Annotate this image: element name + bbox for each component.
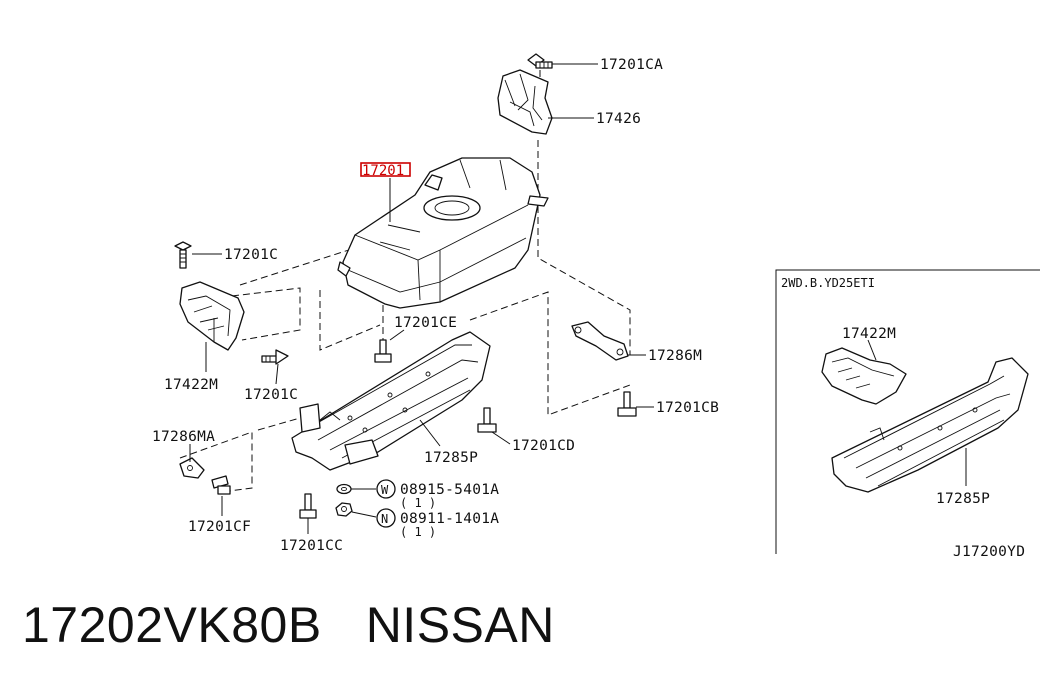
upper-bracket-17426 [497, 69, 553, 135]
bolt-17201C-top [174, 241, 192, 269]
label-17201: 17201 [362, 163, 404, 179]
bolt-17201CB [617, 391, 637, 417]
inset-label-17285P: 17285P [936, 491, 990, 507]
washer-08915-5401A [336, 483, 352, 495]
part-caption: 17202VK80B NISSAN [22, 596, 555, 654]
label-17286MA: 17286MA [152, 429, 215, 445]
label-17201CD: 17201CD [512, 438, 575, 454]
nut-symbol-circle [376, 508, 396, 528]
label-17201CC: 17201CC [280, 538, 343, 554]
label-17286M: 17286M [648, 348, 702, 364]
skid-plate-17285P [291, 331, 491, 471]
label-17422M: 17422M [164, 377, 218, 393]
inset-title: 2WD.B.YD25ETI [781, 276, 875, 290]
fuel-tank-17201 [337, 157, 549, 309]
callout-labels: 17201CA 17426 17201 17201C 17422M 17201C… [152, 57, 719, 554]
bolt-17201CF [211, 475, 231, 495]
label-17201CB: 17201CB [656, 400, 719, 416]
inset-bracket-17422M [821, 347, 907, 405]
label-17426: 17426 [596, 111, 641, 127]
diagram-code: J17200YD [953, 544, 1025, 560]
bracket-17286M [571, 321, 629, 361]
bolt-17201CA [527, 53, 553, 69]
label-17201CA: 17201CA [600, 57, 663, 73]
bracket-17286MA [179, 457, 205, 479]
label-17201CE: 17201CE [394, 315, 457, 331]
label-washer-qty: ( 1 ) [400, 496, 436, 510]
label-17201C-top: 17201C [224, 247, 278, 263]
washer-symbol: W [381, 483, 389, 497]
label-17201CF: 17201CF [188, 519, 251, 535]
bolt-17201CD [477, 407, 497, 433]
assembly-dash-lines [179, 70, 631, 493]
inset-label-17422M: 17422M [842, 326, 896, 342]
inset-skid-17285P [831, 357, 1029, 493]
leader-lines [189, 63, 654, 534]
caption-brand: NISSAN [365, 597, 555, 653]
left-bracket-17422M [179, 281, 245, 351]
highlight-box-17201 [360, 162, 411, 177]
bolt-17201C-mid [261, 349, 289, 365]
nut-08911-1401A [335, 502, 353, 517]
label-nut-part: 08911-1401A [400, 511, 499, 527]
bolt-17201CC [299, 493, 317, 519]
label-17285P: 17285P [424, 450, 478, 466]
inset-panel-2wd: 2WD.B.YD25ETI 17422M 17285P [775, 269, 1040, 554]
nut-symbol: N [381, 512, 388, 526]
bolt-17201CE [374, 339, 392, 363]
caption-part-number: 17202VK80B [22, 597, 322, 653]
label-washer-part: 08915-5401A [400, 482, 499, 498]
label-17201C-mid: 17201C [244, 387, 298, 403]
washer-symbol-circle [376, 479, 396, 499]
label-nut-qty: ( 1 ) [400, 525, 436, 539]
